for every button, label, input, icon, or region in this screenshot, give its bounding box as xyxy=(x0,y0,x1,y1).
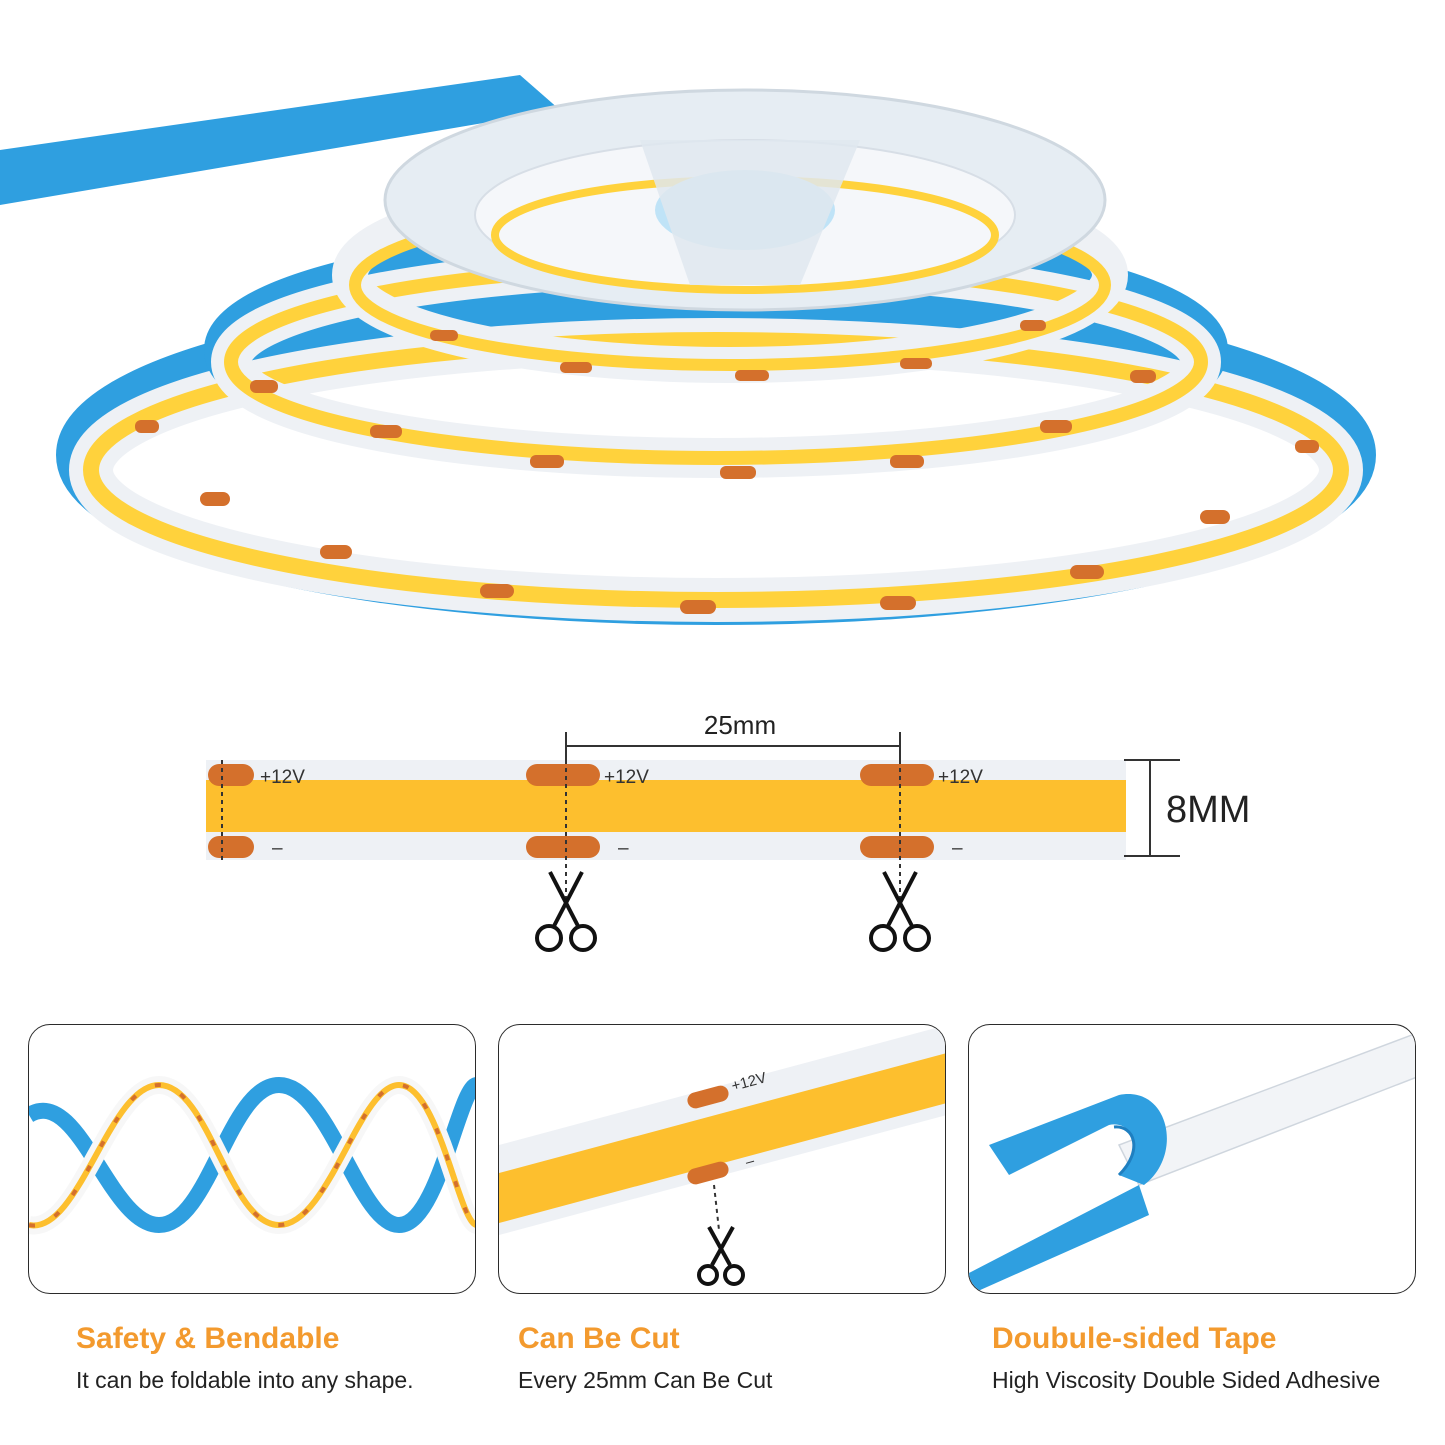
negative-mark: – xyxy=(618,838,629,859)
positive-mark: +12V xyxy=(260,767,305,788)
led-strip-reel-illustration xyxy=(0,75,1376,625)
scissors-icon xyxy=(535,871,597,952)
copper-pad xyxy=(526,836,600,858)
negative-mark: – xyxy=(952,838,963,859)
feature-title-bendable: Safety & Bendable xyxy=(76,1322,340,1355)
negative-mark: – xyxy=(272,838,283,859)
twisted-strip-illustration xyxy=(29,1075,475,1235)
feature-desc-bendable: It can be foldable into any shape. xyxy=(76,1367,414,1393)
panel-bendable xyxy=(28,1024,476,1294)
panel-double-sided-tape xyxy=(968,1024,1416,1294)
copper-pad xyxy=(208,764,254,786)
feature-desc-cuttable: Every 25mm Can Be Cut xyxy=(518,1367,773,1393)
copper-pad xyxy=(208,836,254,858)
feature-title-cuttable: Can Be Cut xyxy=(518,1322,680,1355)
copper-pads xyxy=(135,320,1319,614)
panel-cuttable: +12V – xyxy=(498,1024,946,1294)
adhesive-tape-illustration xyxy=(969,1032,1415,1293)
blue-backing-tail xyxy=(0,75,560,205)
scissors-icon xyxy=(869,871,931,952)
scissors-icon xyxy=(697,1226,745,1286)
cut-strip-closeup: +12V – xyxy=(499,1025,945,1286)
width-label: 8MM xyxy=(1166,789,1250,831)
copper-pad xyxy=(860,764,934,786)
copper-pad xyxy=(526,764,600,786)
feature-desc-tape: High Viscosity Double Sided Adhesive xyxy=(992,1367,1381,1393)
strip-led-outer xyxy=(83,332,1349,608)
copper-pad xyxy=(860,836,934,858)
positive-mark: +12V xyxy=(938,767,983,788)
strip-led-band xyxy=(206,780,1126,832)
strip-dimension-diagram: 25mm 8MM +12V – +12V – +12V – xyxy=(206,710,1250,952)
feature-title-tape: Doubule-sided Tape xyxy=(992,1322,1277,1355)
cut-interval-label: 25mm xyxy=(704,710,776,740)
positive-mark: +12V xyxy=(604,767,649,788)
